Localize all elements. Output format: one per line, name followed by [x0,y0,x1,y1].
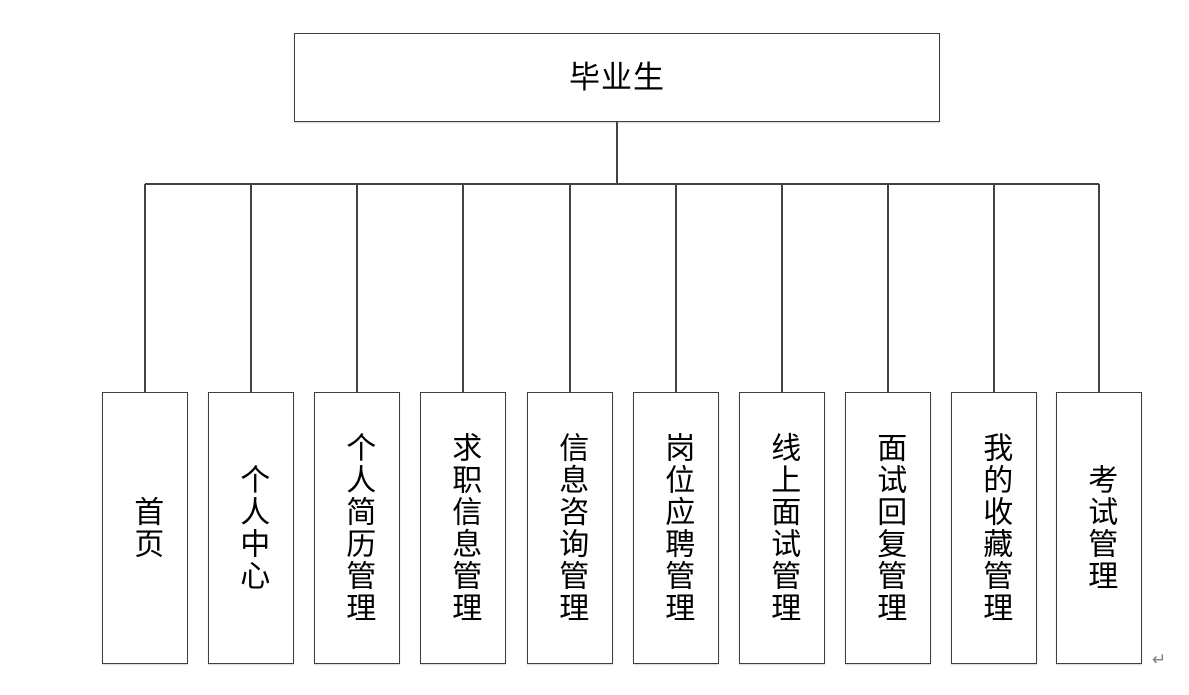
node-leaf-job-info-management[interactable]: 求职信息管理 [420,392,506,664]
node-leaf-personal-center-label: 个人中心 [235,464,269,592]
node-leaf-job-application-management[interactable]: 岗位应聘管理 [633,392,719,664]
node-leaf-info-consult-management[interactable]: 信息咨询管理 [527,392,613,664]
node-leaf-job-application-management-label: 岗位应聘管理 [660,432,694,624]
node-leaf-online-interview-management-label: 线上面试管理 [766,432,800,624]
node-leaf-exam-management[interactable]: 考试管理 [1056,392,1142,664]
node-root-label: 毕业生 [569,60,665,95]
node-leaf-resume-management-label: 个人简历管理 [341,432,375,624]
node-leaf-my-favorites-management-label: 我的收藏管理 [978,432,1012,624]
node-leaf-exam-management-label: 考试管理 [1083,464,1117,592]
node-leaf-online-interview-management[interactable]: 线上面试管理 [739,392,825,664]
node-leaf-info-consult-management-label: 信息咨询管理 [554,432,588,624]
node-leaf-interview-reply-management-label: 面试回复管理 [872,432,906,624]
node-root[interactable]: 毕业生 [294,33,940,122]
node-leaf-home-label: 首页 [129,496,163,560]
node-leaf-home[interactable]: 首页 [102,392,188,664]
node-leaf-interview-reply-management[interactable]: 面试回复管理 [845,392,931,664]
node-leaf-personal-center[interactable]: 个人中心 [208,392,294,664]
node-leaf-job-info-management-label: 求职信息管理 [447,432,481,624]
paragraph-mark-icon: ↵ [1152,650,1167,670]
node-leaf-resume-management[interactable]: 个人简历管理 [314,392,400,664]
node-leaf-my-favorites-management[interactable]: 我的收藏管理 [951,392,1037,664]
